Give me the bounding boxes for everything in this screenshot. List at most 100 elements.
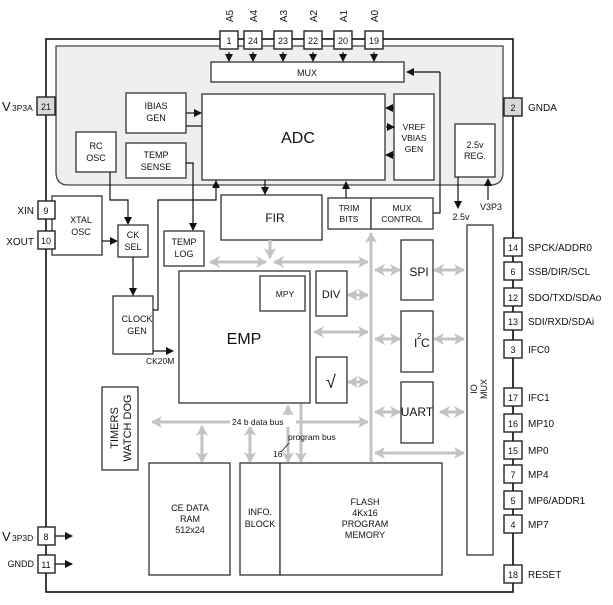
svg-text:INFO.: INFO. bbox=[248, 507, 272, 517]
svg-text:A3: A3 bbox=[279, 9, 290, 22]
svg-text:GEN: GEN bbox=[127, 326, 147, 336]
svg-text:RC: RC bbox=[90, 141, 103, 151]
svg-text:RESET: RESET bbox=[528, 570, 561, 581]
svg-text:SENSE: SENSE bbox=[141, 162, 172, 172]
svg-text:GNDD: GNDD bbox=[8, 559, 35, 569]
svg-text:23: 23 bbox=[278, 36, 288, 46]
sqrt-block: √ bbox=[315, 356, 348, 404]
div-block: DIV bbox=[315, 270, 348, 317]
svg-text:A1: A1 bbox=[339, 9, 350, 22]
svg-text:SEL: SEL bbox=[124, 242, 141, 252]
svg-text:I: I bbox=[414, 336, 417, 350]
svg-text:A0: A0 bbox=[370, 9, 381, 22]
svg-text:MP10: MP10 bbox=[528, 419, 555, 430]
svg-text:GEN: GEN bbox=[146, 113, 166, 123]
io-mux-block: IO MUX bbox=[466, 224, 494, 556]
svg-text:VBIAS: VBIAS bbox=[401, 133, 426, 143]
svg-text:FLASH: FLASH bbox=[350, 497, 379, 507]
svg-text:SDI/RXD/SDAi: SDI/RXD/SDAi bbox=[528, 317, 594, 328]
spi-block: SPI bbox=[400, 239, 434, 301]
svg-text:20: 20 bbox=[338, 36, 348, 46]
ce-data-ram-block: CE DATA RAM 512x24 bbox=[148, 462, 231, 576]
clockgen-to-adc bbox=[153, 180, 220, 311]
svg-text:21: 21 bbox=[41, 102, 51, 112]
flash-memory-block: FLASH 4Kx16 PROGRAM MEMORY bbox=[279, 462, 443, 576]
svg-text:A5: A5 bbox=[225, 9, 236, 22]
mux-control-wire bbox=[433, 72, 441, 214]
pin-sdi-rxd-sdai: 13 SDI/RXD/SDAi bbox=[503, 311, 594, 331]
svg-text:MEMORY: MEMORY bbox=[345, 530, 385, 540]
svg-text:IO: IO bbox=[469, 384, 479, 394]
svg-text:2: 2 bbox=[510, 103, 515, 113]
pin-v3p3d: 8 V 3P3D bbox=[2, 526, 56, 546]
svg-text:22: 22 bbox=[308, 36, 318, 46]
top-pin-a1: 20 A1 bbox=[333, 9, 353, 62]
svg-text:√: √ bbox=[326, 372, 336, 392]
pin-xin: 9 XIN bbox=[17, 200, 56, 220]
svg-text:TRIM: TRIM bbox=[339, 203, 360, 213]
svg-text:4Kx16: 4Kx16 bbox=[352, 508, 378, 518]
ck-sel-block: CK SEL bbox=[117, 224, 149, 258]
svg-text:EMP: EMP bbox=[227, 331, 262, 348]
emp-block: EMP MPY bbox=[178, 270, 311, 404]
xtal-osc-block: XTAL OSC bbox=[51, 195, 103, 256]
svg-text:VREF: VREF bbox=[403, 122, 426, 132]
bus-label-bg bbox=[230, 415, 296, 427]
svg-text:SDO/TXD/SDAo: SDO/TXD/SDAo bbox=[528, 293, 602, 304]
svg-text:V: V bbox=[2, 99, 11, 114]
svg-text:MP0: MP0 bbox=[528, 446, 549, 457]
label-ck20m: CK20M bbox=[146, 356, 174, 366]
svg-text:OSC: OSC bbox=[86, 153, 106, 163]
svg-text:4: 4 bbox=[510, 520, 515, 530]
svg-text:MUX: MUX bbox=[479, 379, 489, 399]
svg-text:2.5v: 2.5v bbox=[466, 140, 484, 150]
svg-text:UART: UART bbox=[401, 405, 434, 419]
svg-text:C: C bbox=[421, 336, 430, 350]
svg-text:V: V bbox=[2, 529, 11, 544]
svg-text:TEMP: TEMP bbox=[143, 150, 168, 160]
svg-text:TIMERS: TIMERS bbox=[109, 407, 121, 449]
svg-text:OSC: OSC bbox=[71, 227, 91, 237]
fir-block: FIR bbox=[220, 194, 323, 241]
svg-text:IFC0: IFC0 bbox=[528, 345, 550, 356]
svg-text:IFC1: IFC1 bbox=[528, 393, 550, 404]
svg-text:MP4: MP4 bbox=[528, 470, 549, 481]
svg-text:18: 18 bbox=[508, 570, 518, 580]
svg-text:REG.: REG. bbox=[464, 151, 486, 161]
svg-text:TEMP: TEMP bbox=[171, 237, 196, 247]
svg-text:CLOCK: CLOCK bbox=[121, 314, 152, 324]
svg-text:15: 15 bbox=[508, 446, 518, 456]
top-pin-a3: 23 A3 bbox=[273, 9, 293, 62]
info-block: INFO. BLOCK bbox=[239, 462, 281, 576]
svg-text:IBIAS: IBIAS bbox=[144, 101, 167, 111]
svg-text:2: 2 bbox=[417, 332, 422, 341]
svg-text:BITS: BITS bbox=[340, 214, 359, 224]
svg-text:9: 9 bbox=[43, 206, 48, 216]
svg-text:A4: A4 bbox=[249, 9, 260, 22]
label-v3p3: V3P3 bbox=[480, 202, 502, 212]
svg-text:GNDA: GNDA bbox=[528, 103, 557, 114]
svg-text:7: 7 bbox=[510, 470, 515, 480]
svg-text:3P3D: 3P3D bbox=[12, 533, 33, 543]
i2c-block: I 2 C bbox=[400, 310, 434, 373]
svg-text:FIR: FIR bbox=[265, 211, 285, 225]
svg-text:ADC: ADC bbox=[281, 130, 315, 147]
mpy-block bbox=[259, 275, 306, 312]
svg-text:16: 16 bbox=[508, 419, 518, 429]
svg-text:MPY: MPY bbox=[276, 289, 295, 299]
label-2v5: 2.5v bbox=[452, 212, 470, 222]
bus-width-tick bbox=[280, 442, 290, 453]
vref-vbias-gen-block: VREF VBIAS GEN bbox=[393, 93, 435, 181]
svg-text:13: 13 bbox=[508, 317, 518, 327]
svg-text:XIN: XIN bbox=[17, 206, 34, 217]
temp-sense-block: TEMP SENSE bbox=[125, 142, 187, 179]
pin-reset: 18 RESET bbox=[503, 564, 561, 584]
svg-text:6: 6 bbox=[510, 267, 515, 277]
